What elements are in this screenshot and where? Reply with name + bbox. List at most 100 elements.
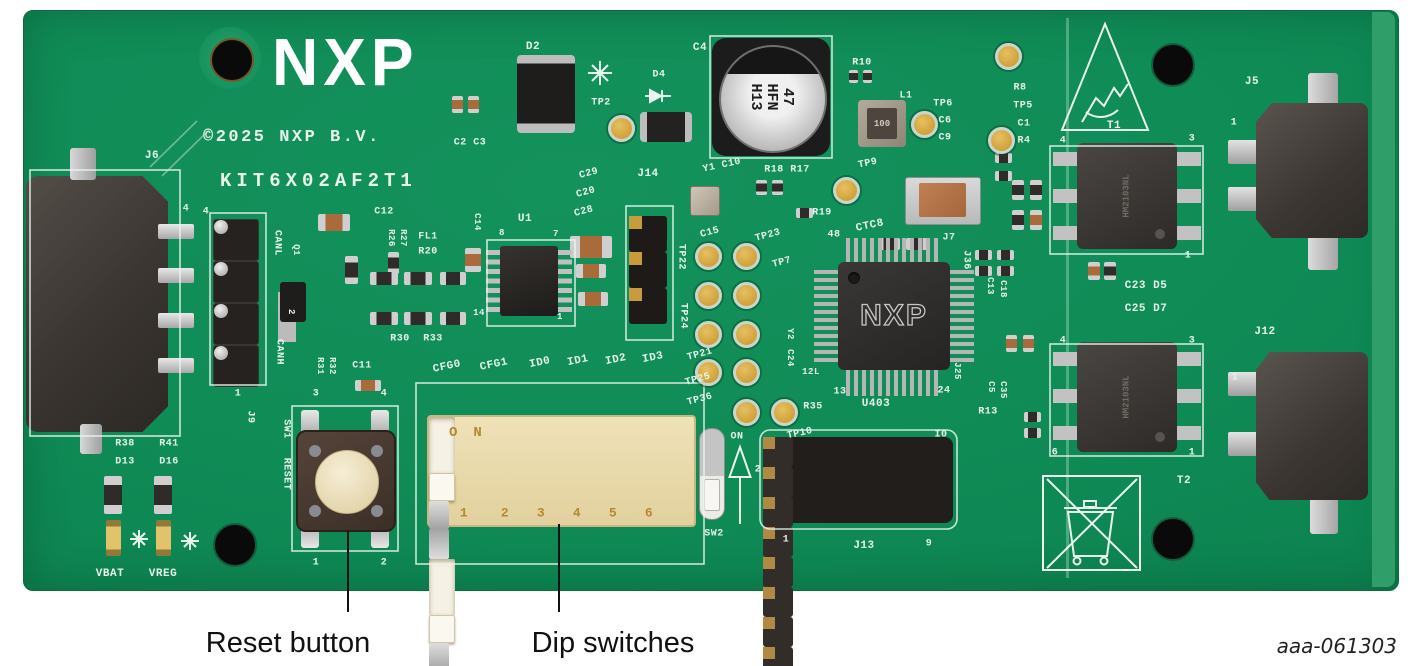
silkscreen-label: L1 bbox=[899, 90, 913, 102]
test-point bbox=[695, 359, 722, 386]
passive-component bbox=[570, 236, 612, 258]
dip-number: 4 bbox=[572, 505, 582, 521]
silkscreen-label: U1 bbox=[517, 213, 533, 225]
silkscreen-label: C4 bbox=[692, 42, 708, 54]
header-j13-pin bbox=[763, 527, 793, 557]
silkscreen-label: C24 bbox=[785, 349, 795, 367]
header-j9-pin bbox=[213, 261, 259, 303]
header-j13-pin bbox=[763, 497, 793, 527]
capacitor-c4-marking: 47 HFN H13 bbox=[747, 83, 796, 111]
test-point bbox=[995, 43, 1022, 70]
silkscreen-label: R26 bbox=[386, 229, 396, 247]
silkscreen-label: C18 bbox=[998, 280, 1008, 298]
silkscreen-label: TP6 bbox=[933, 98, 953, 110]
dip-slot bbox=[429, 559, 455, 615]
dip-slider-2 bbox=[429, 615, 455, 643]
silkscreen-label: 48 bbox=[827, 229, 841, 241]
dip-number: 2 bbox=[500, 505, 510, 521]
dip-pad bbox=[429, 501, 449, 529]
test-point bbox=[733, 399, 760, 426]
passive-component bbox=[156, 520, 171, 556]
silkscreen-label: 2 bbox=[754, 464, 762, 476]
silkscreen-label: D13 bbox=[115, 456, 135, 468]
passive-component bbox=[997, 250, 1014, 260]
silkscreen-label: U403 bbox=[861, 398, 891, 410]
callout-line bbox=[347, 531, 349, 612]
ic-u403-mcu: NXP bbox=[838, 262, 950, 370]
silkscreen-label: D2 bbox=[525, 41, 541, 53]
silkscreen-label: 4 bbox=[1059, 335, 1067, 347]
capacitor-c4: 47 HFN H13 bbox=[712, 38, 830, 156]
header-j13-pin-hole bbox=[763, 557, 775, 569]
passive-component bbox=[1030, 210, 1042, 230]
silkscreen-label: 3 bbox=[312, 388, 320, 400]
reset-button-post bbox=[309, 445, 321, 457]
silkscreen-label: 1 bbox=[1184, 250, 1192, 262]
silkscreen-label: 1 bbox=[312, 557, 320, 569]
connector-j6-pin bbox=[158, 313, 194, 328]
test-point bbox=[733, 359, 760, 386]
connector-j5 bbox=[1256, 103, 1368, 238]
dip-number: 5 bbox=[608, 505, 618, 521]
silkscreen-label: J36 bbox=[960, 250, 972, 270]
transformer-t2-marking: HM2103NL bbox=[1122, 375, 1132, 419]
silkscreen-label: R19 bbox=[812, 207, 832, 219]
passive-component bbox=[1030, 180, 1042, 200]
silkscreen-label: 13 bbox=[833, 386, 847, 398]
component-ctc8 bbox=[905, 177, 981, 225]
passive-component bbox=[468, 96, 479, 113]
connector-j5-pin bbox=[1228, 187, 1260, 211]
header-j13-pin bbox=[763, 587, 793, 617]
passive-component bbox=[975, 250, 992, 260]
test-point bbox=[733, 282, 760, 309]
passive-component bbox=[863, 70, 872, 83]
mcu-logo-text: NXP bbox=[860, 298, 928, 332]
silkscreen-label: C11 bbox=[352, 360, 372, 372]
passive-component bbox=[388, 252, 399, 274]
mcu-pins bbox=[948, 270, 974, 362]
diode-d2 bbox=[517, 55, 575, 133]
header-j9-pin bbox=[213, 219, 259, 261]
silkscreen-label: T2 bbox=[1176, 475, 1192, 487]
passive-component bbox=[995, 153, 1012, 163]
header-j14-pin-hole bbox=[629, 252, 642, 265]
mcu-pins bbox=[846, 238, 942, 264]
silkscreen-label: VREG bbox=[148, 568, 178, 580]
passive-component bbox=[355, 380, 381, 391]
silkscreen-label: C12 bbox=[374, 206, 394, 218]
silkscreen-label: R20 bbox=[418, 246, 438, 258]
silkscreen-label: Q1 bbox=[291, 244, 301, 256]
test-point bbox=[695, 321, 722, 348]
silkscreen-label: R31 bbox=[315, 357, 325, 375]
connector-j12-pin bbox=[1228, 372, 1260, 396]
passive-component bbox=[1088, 262, 1100, 280]
test-point bbox=[833, 177, 860, 204]
silkscreen-label: J9 bbox=[244, 410, 256, 424]
reset-button-post bbox=[371, 445, 383, 457]
silkscreen-label: R38 bbox=[115, 438, 135, 450]
board-edge-strip bbox=[1372, 12, 1395, 587]
test-point bbox=[695, 282, 722, 309]
transformer-t1-pins bbox=[1053, 152, 1079, 248]
silkscreen-label: R10 bbox=[852, 57, 872, 69]
passive-component bbox=[578, 292, 608, 306]
inductor-l1-marking: 100 bbox=[873, 118, 891, 129]
connector-j12-pin bbox=[1228, 432, 1260, 456]
passive-component bbox=[440, 272, 466, 285]
ic-u1-pins bbox=[486, 250, 501, 312]
silkscreen-label: J13 bbox=[853, 540, 875, 552]
silkscreen-label: 2 bbox=[286, 309, 296, 315]
passive-component bbox=[975, 266, 992, 276]
silkscreen-label: R30 bbox=[390, 333, 410, 345]
slide-switch-sw2 bbox=[699, 428, 725, 520]
kit-name: KIT6X02AF2T1 bbox=[220, 170, 417, 192]
silkscreen-label: 9 bbox=[925, 538, 933, 550]
silkscreen-label: C25 D7 bbox=[1124, 303, 1168, 315]
pin1-dimple bbox=[848, 272, 860, 284]
mounting-hole bbox=[210, 38, 254, 82]
passive-component bbox=[1012, 210, 1024, 230]
mcu-pins bbox=[846, 370, 942, 396]
silkscreen-label: 1 bbox=[1230, 117, 1238, 129]
passive-component bbox=[772, 180, 783, 195]
mcu-pins bbox=[814, 270, 840, 362]
